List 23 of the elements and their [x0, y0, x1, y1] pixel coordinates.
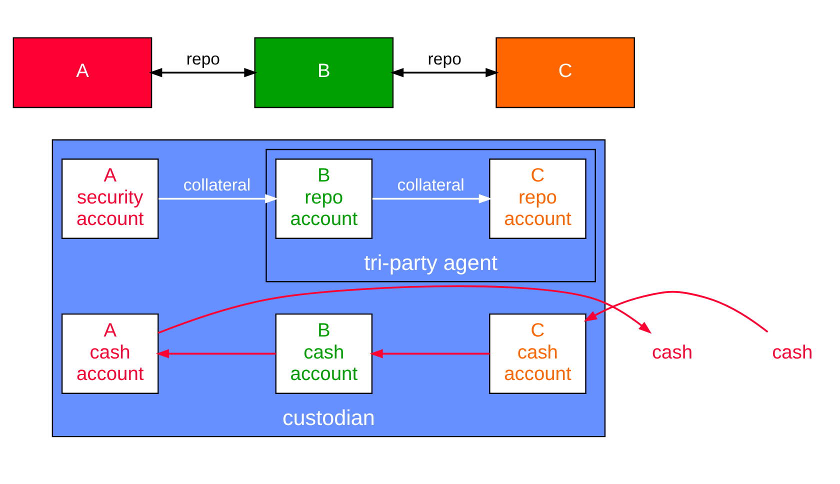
edge-label: repo	[186, 49, 220, 68]
node-text: cash	[772, 342, 813, 364]
node-box: B cash account	[275, 313, 373, 394]
arrow	[370, 349, 490, 358]
node-box: C repo account	[489, 158, 586, 239]
node-box: B repo account	[275, 158, 373, 239]
node-text: cash	[652, 342, 693, 364]
edge-label: collateral	[183, 176, 251, 195]
node-box: A security account	[61, 158, 159, 239]
arrow	[158, 194, 278, 204]
arrow	[156, 349, 276, 358]
edge-label: collateral	[397, 176, 464, 195]
node-box: A	[12, 37, 152, 108]
arrow	[372, 194, 492, 204]
node-box: C cash account	[489, 313, 586, 394]
node-box: B	[254, 37, 394, 108]
arrow	[390, 68, 499, 78]
node-box: C	[496, 37, 635, 108]
node-box: A cash account	[61, 313, 159, 394]
arrow	[148, 68, 258, 78]
arrow	[158, 285, 652, 334]
edge-label: repo	[428, 49, 462, 68]
arrow	[584, 290, 768, 333]
